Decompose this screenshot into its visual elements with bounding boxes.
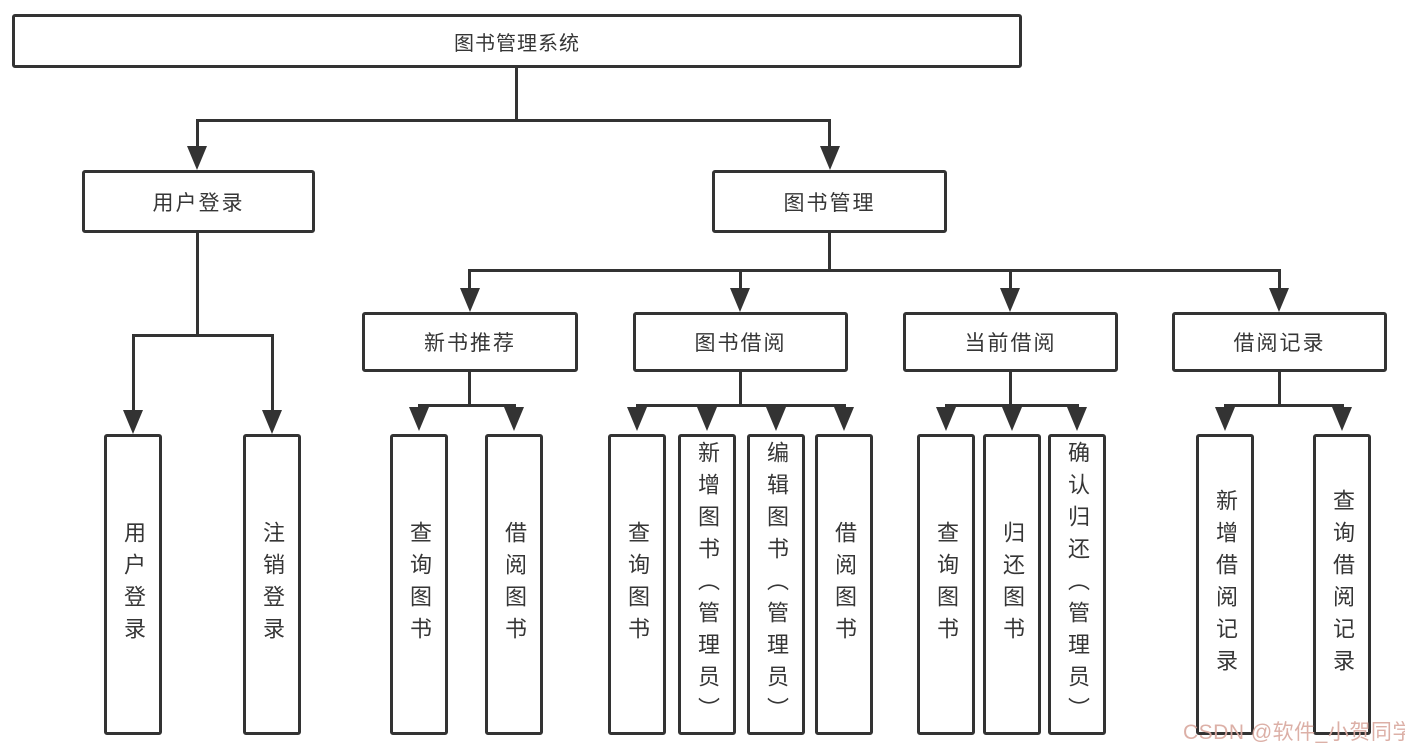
arrowhead-down-icon (123, 410, 143, 434)
leaf-add-borrow-record: 新增借阅记录 (1196, 434, 1254, 735)
arrowhead-down-icon (409, 407, 429, 431)
connector-line (468, 269, 1281, 272)
leaf-query-books-borrowing: 查询图书 (608, 434, 666, 735)
connector-line (1009, 269, 1012, 292)
connector-line (1224, 404, 1344, 407)
leaf-borrow-books-recommend: 借阅图书 (485, 434, 543, 735)
leaf-logout: 注销登录 (243, 434, 301, 735)
arrowhead-down-icon (834, 407, 854, 431)
arrowhead-down-icon (1067, 407, 1087, 431)
connector-line (1278, 269, 1281, 292)
connector-line (828, 233, 831, 272)
arrowhead-down-icon (460, 288, 480, 312)
arrowhead-down-icon (1000, 288, 1020, 312)
connector-line (196, 119, 831, 122)
connector-line (132, 334, 274, 337)
leaf-query-borrow-record: 查询借阅记录 (1313, 434, 1371, 735)
arrowhead-down-icon (1215, 407, 1235, 431)
arrowhead-down-icon (820, 146, 840, 170)
arrowhead-down-icon (1002, 407, 1022, 431)
leaf-edit-books-admin: 编辑图书（管理员） (747, 434, 805, 735)
arrowhead-down-icon (766, 407, 786, 431)
watermark: CSDN @软件_小贺同学 (1183, 721, 1405, 744)
node-book-borrowing: 图书借阅 (633, 312, 848, 372)
connector-line (196, 233, 199, 336)
connector-line (828, 119, 831, 150)
connector-line (636, 404, 846, 407)
connector-line (1278, 372, 1281, 407)
arrowhead-down-icon (1269, 288, 1289, 312)
arrowhead-down-icon (730, 288, 750, 312)
leaf-query-books-recommend: 查询图书 (390, 434, 448, 735)
connector-line (739, 269, 742, 292)
connector-line (515, 68, 518, 121)
arrowhead-down-icon (1332, 407, 1352, 431)
arrowhead-down-icon (187, 146, 207, 170)
arrowhead-down-icon (697, 407, 717, 431)
leaf-borrow-books-borrowing: 借阅图书 (815, 434, 873, 735)
node-user-login: 用户登录 (82, 170, 315, 233)
node-library-management-system: 图书管理系统 (12, 14, 1022, 68)
leaf-confirm-return-admin: 确认归还（管理员） (1048, 434, 1106, 735)
node-new-book-recommendation: 新书推荐 (362, 312, 578, 372)
connector-line (196, 119, 199, 150)
connector-line (132, 334, 135, 412)
node-borrowing-records: 借阅记录 (1172, 312, 1387, 372)
connector-line (739, 372, 742, 407)
connector-line (271, 334, 274, 412)
leaf-add-books-admin: 新增图书（管理员） (678, 434, 736, 735)
node-book-management: 图书管理 (712, 170, 947, 233)
node-current-borrowing: 当前借阅 (903, 312, 1118, 372)
connector-line (468, 269, 471, 292)
connector-line (945, 404, 1079, 407)
arrowhead-down-icon (262, 410, 282, 434)
leaf-return-books: 归还图书 (983, 434, 1041, 735)
leaf-user-login: 用户登录 (104, 434, 162, 735)
connector-line (468, 372, 471, 407)
connector-line (1009, 372, 1012, 407)
arrowhead-down-icon (627, 407, 647, 431)
leaf-query-books-current: 查询图书 (917, 434, 975, 735)
arrowhead-down-icon (504, 407, 524, 431)
arrowhead-down-icon (936, 407, 956, 431)
connector-line (418, 404, 516, 407)
